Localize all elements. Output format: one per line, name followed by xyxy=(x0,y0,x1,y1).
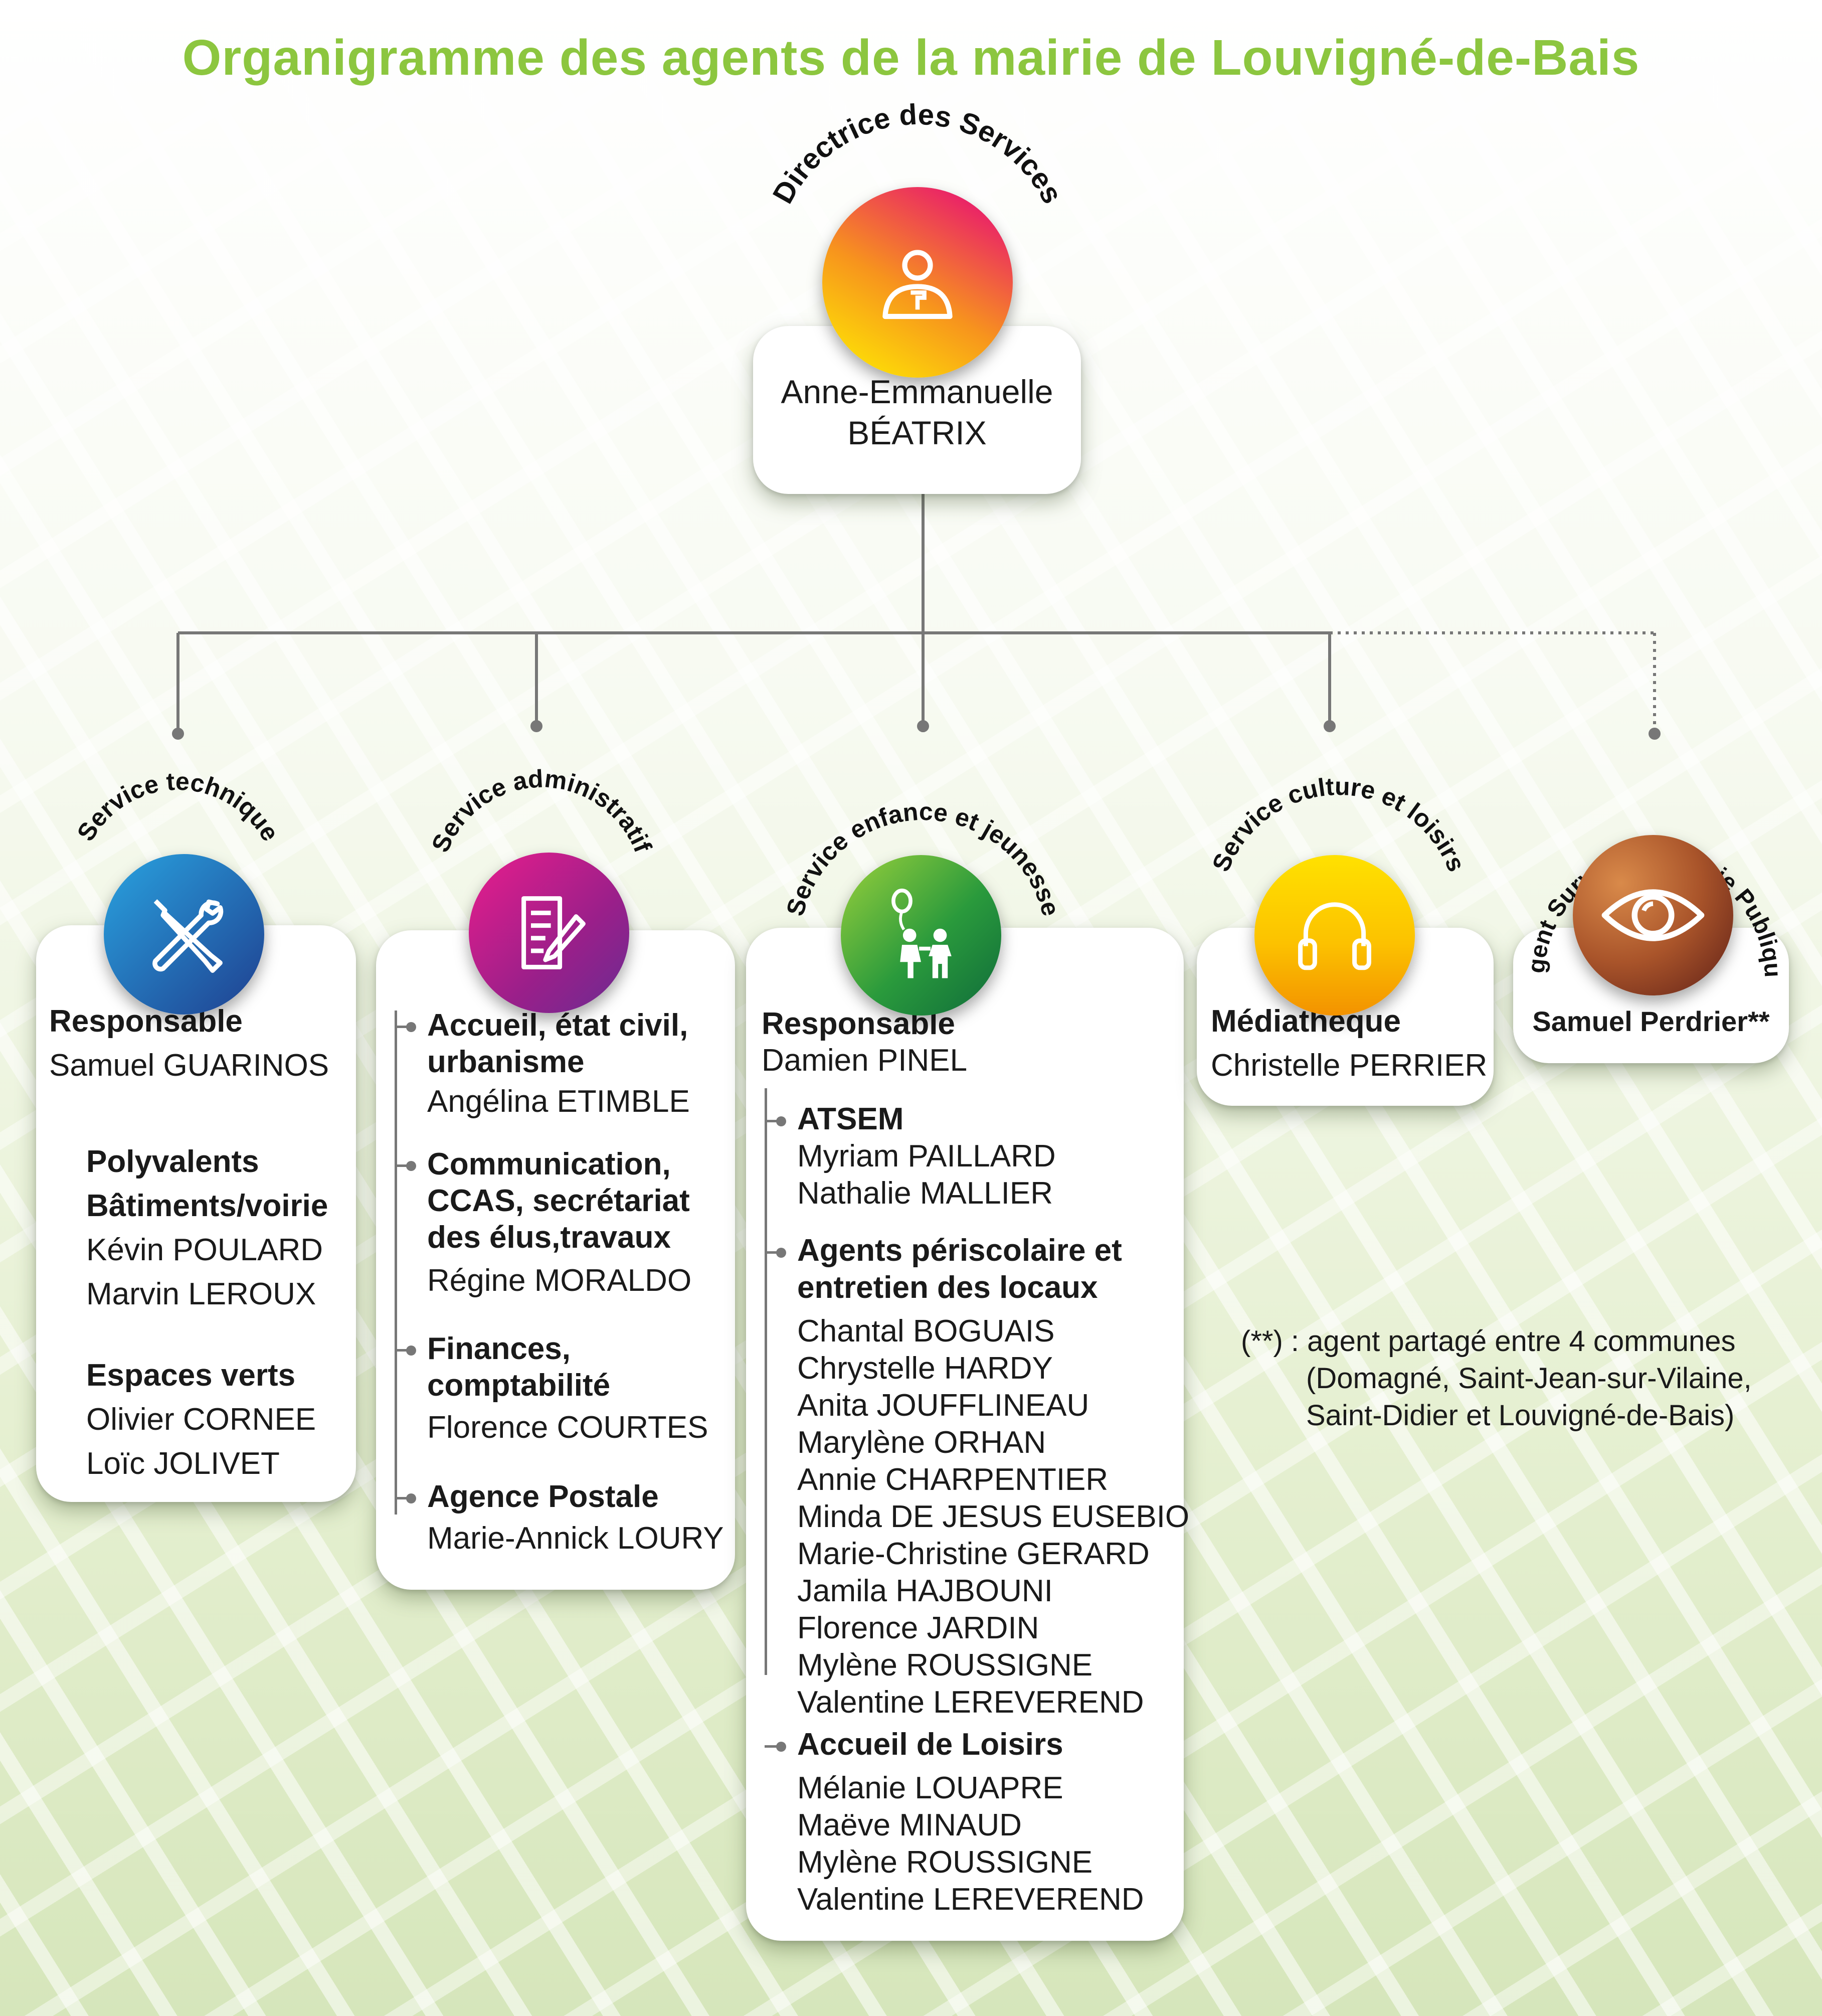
page-title: Organigramme des agents de la mairie de … xyxy=(182,30,1640,86)
enfance-group-title: ATSEM xyxy=(797,1102,904,1136)
enfance-group-title: Accueil de Loisirs xyxy=(797,1727,1063,1762)
enfance-responsable-name: Damien PINEL xyxy=(762,1043,968,1078)
director-name-first: Anne-Emmanuelle xyxy=(781,373,1053,410)
technique-group-title: Bâtiments/voirie xyxy=(86,1189,328,1223)
admin-group-title: Agence Postale xyxy=(427,1479,659,1514)
technique-label-arc: Service technique xyxy=(72,767,285,846)
enfance-member: Jamila HAJBOUNI xyxy=(797,1574,1053,1608)
service-technique-card: Responsable Samuel GUARINOS Polyvalents … xyxy=(36,925,356,1502)
service-enfance-card: Responsable Damien PINEL ATSEM Myriam PA… xyxy=(746,928,1189,1941)
person-icon xyxy=(882,250,953,319)
technique-icon-circle xyxy=(104,854,264,1015)
enfance-member: Minda DE JESUS EUSEBIO xyxy=(797,1499,1190,1534)
enfance-member: Chrystelle HARDY xyxy=(797,1351,1053,1386)
admin-member: Angélina ETIMBLE xyxy=(427,1084,690,1119)
admin-member: Florence COURTES xyxy=(427,1410,708,1445)
enfance-member: Valentine LEREVEREND xyxy=(797,1882,1144,1917)
enfance-member: Mylène ROUSSIGNE xyxy=(797,1648,1093,1683)
technique-member: Loïc JOLIVET xyxy=(86,1446,280,1481)
tools-icon xyxy=(152,899,224,973)
admin-group-title: urbanisme xyxy=(427,1045,585,1079)
enfance-group-title: Agents périscolaire et xyxy=(797,1233,1122,1268)
admin-group-title: Finances, xyxy=(427,1331,571,1366)
admin-member: Régine MORALDO xyxy=(427,1263,692,1298)
enfance-member: Anita JOUFFLINEAU xyxy=(797,1388,1089,1423)
admin-group-title: Accueil, état civil, xyxy=(427,1008,688,1043)
enfance-member: Valentine LEREVEREND xyxy=(797,1685,1144,1720)
enfance-group-title: entretien des locaux xyxy=(797,1270,1098,1305)
enfance-member: Annie CHARPENTIER xyxy=(797,1462,1109,1497)
enfance-member: Florence JARDIN xyxy=(797,1611,1039,1645)
enfance-member: Mélanie LOUAPRE xyxy=(797,1771,1063,1805)
technique-group-title: Espaces verts xyxy=(86,1358,296,1393)
surveillance-icon-circle xyxy=(1573,835,1733,995)
administratif-label: Service administratif xyxy=(426,764,657,856)
service-surveillance-card: Samuel Perdrier** xyxy=(1513,928,1789,1063)
svg-text:Service technique: Service technique xyxy=(72,767,285,846)
footnote-line: (**) : agent partagé entre 4 communes xyxy=(1241,1325,1736,1358)
enfance-member: Nathalie MALLIER xyxy=(797,1176,1053,1211)
technique-member: Olivier CORNEE xyxy=(86,1402,316,1437)
enfance-icon-circle xyxy=(841,855,1001,1016)
admin-group-title: CCAS, secrétariat xyxy=(427,1184,690,1218)
headphones-icon xyxy=(1298,902,1371,970)
technique-member: Kévin POULARD xyxy=(86,1233,323,1267)
director-avatar xyxy=(822,187,1013,378)
enfance-member: Mylène ROUSSIGNE xyxy=(797,1845,1093,1880)
culture-icon-circle xyxy=(1254,855,1415,1016)
administratif-icon-circle xyxy=(469,853,629,1013)
enfance-member: Marie-Christine GERARD xyxy=(797,1537,1150,1571)
enfance-member: Chantal BOGUAIS xyxy=(797,1314,1055,1349)
administratif-label-arc: Service administratif xyxy=(426,764,657,856)
enfance-member: Myriam PAILLARD xyxy=(797,1139,1056,1173)
admin-group-title: des élus,travaux xyxy=(427,1220,671,1255)
enfance-member: Maëve MINAUD xyxy=(797,1808,1022,1842)
admin-member: Marie-Annick LOURY xyxy=(427,1521,724,1556)
technique-responsable-name: Samuel GUARINOS xyxy=(49,1048,329,1083)
technique-group-title: Polyvalents xyxy=(86,1144,259,1179)
document-pen-icon xyxy=(521,896,586,969)
culture-member: Christelle PERRIER xyxy=(1211,1048,1488,1083)
director-name-last: BÉATRIX xyxy=(847,414,987,451)
technique-label: Service technique xyxy=(72,767,285,846)
service-administratif-card: Accueil, état civil, urbanisme Angélina … xyxy=(376,930,735,1590)
technique-member: Marvin LEROUX xyxy=(86,1277,316,1311)
footnote-line: (Domagné, Saint-Jean-sur-Vilaine, xyxy=(1306,1362,1752,1395)
enfance-member: Marylène ORHAN xyxy=(797,1425,1046,1460)
svg-text:Service administratif: Service administratif xyxy=(426,764,657,856)
footnote: (**) : agent partagé entre 4 communes (D… xyxy=(1241,1323,1752,1434)
children-balloon-icon xyxy=(891,888,952,978)
admin-group-title: Communication, xyxy=(427,1147,671,1182)
footnote-line: Saint-Didier et Louvigné-de-Bais) xyxy=(1306,1399,1735,1432)
surveillance-agent-name: Samuel Perdrier** xyxy=(1532,1005,1770,1037)
admin-group-title: comptabilité xyxy=(427,1368,611,1403)
eye-icon xyxy=(1601,889,1705,941)
